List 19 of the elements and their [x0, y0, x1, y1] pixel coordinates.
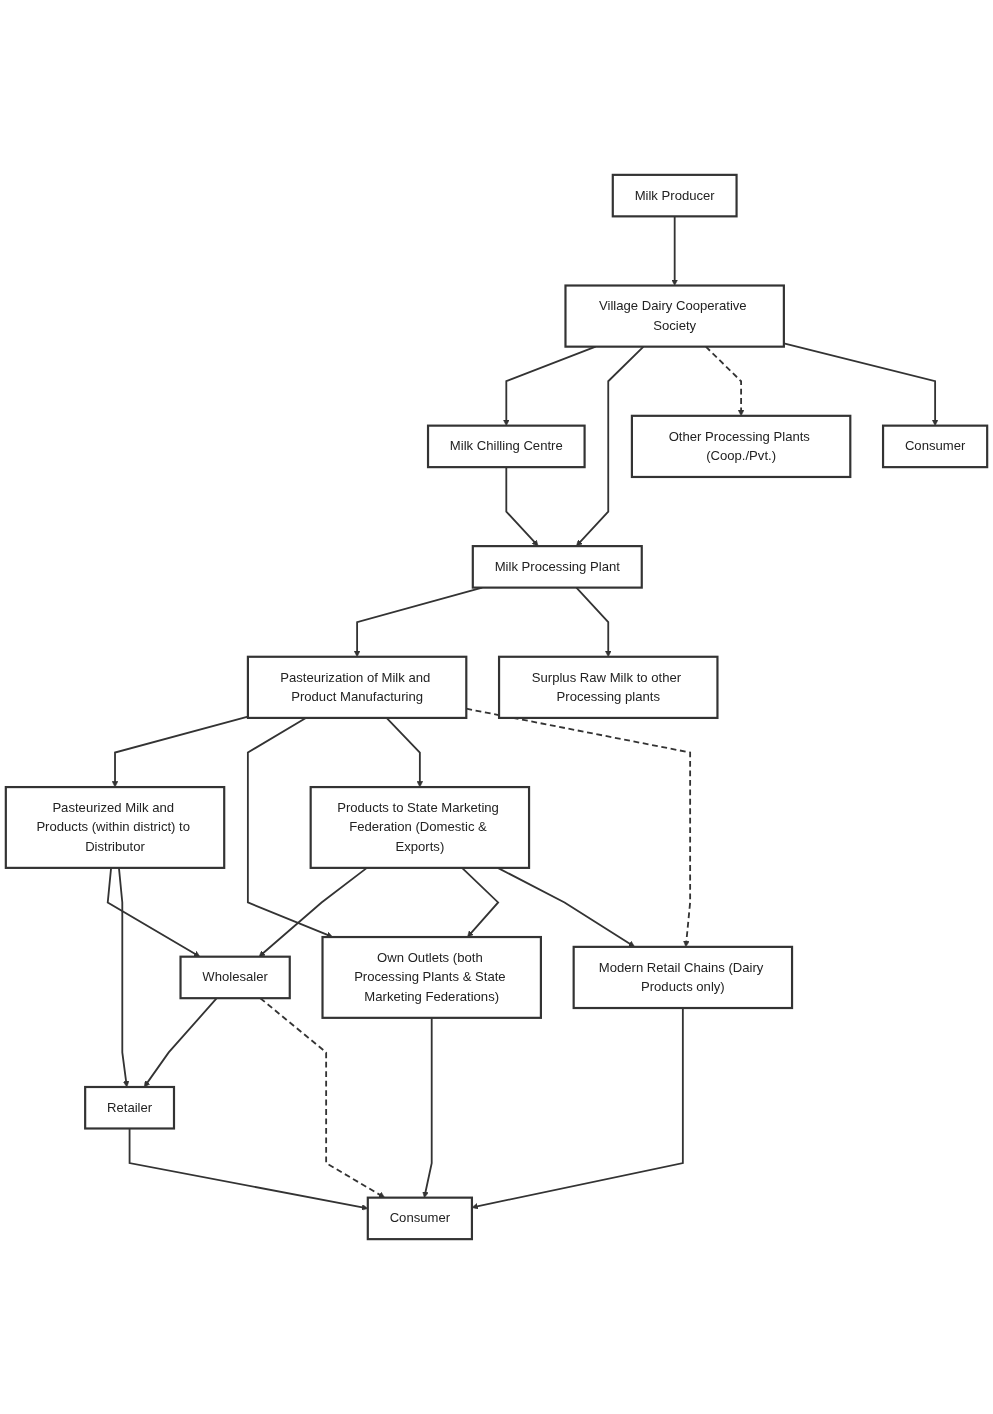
- node-box: Surplus Raw Milk to other Processing plants: [497, 655, 719, 719]
- node-box: Pasteurization of Milk and Product Manufacturing: [246, 655, 468, 719]
- arrow: [246, 717, 333, 938]
- node-box: Consumer: [881, 424, 989, 469]
- node-box: Own Outlets (both Processing Plants & State Marketing Federations): [321, 935, 542, 1019]
- node-box: Wholesaler: [179, 955, 291, 1000]
- node-box: Modern Retail Chains (Dairy Products only): [572, 945, 794, 1010]
- node-box: Village Dairy Cooperative Society: [564, 284, 785, 348]
- node-box: Milk Chilling Centre: [426, 424, 586, 469]
- node-box: Milk Processing Plant: [471, 545, 643, 589]
- arrow: [782, 342, 939, 426]
- node-box: Products to State Marketing Federation (Domestic & Exports): [309, 786, 531, 869]
- node-box: Retailer: [84, 1085, 176, 1130]
- node-box: Milk Producer: [611, 173, 738, 218]
- node-box: Other Processing Plants (Coop./Pvt.): [630, 414, 852, 479]
- node-box: Pasteurized Milk and Products (within district) to Distributor: [4, 786, 226, 869]
- arrow: [385, 717, 424, 788]
- node-box: Consumer: [366, 1196, 473, 1241]
- arrow: [111, 715, 249, 788]
